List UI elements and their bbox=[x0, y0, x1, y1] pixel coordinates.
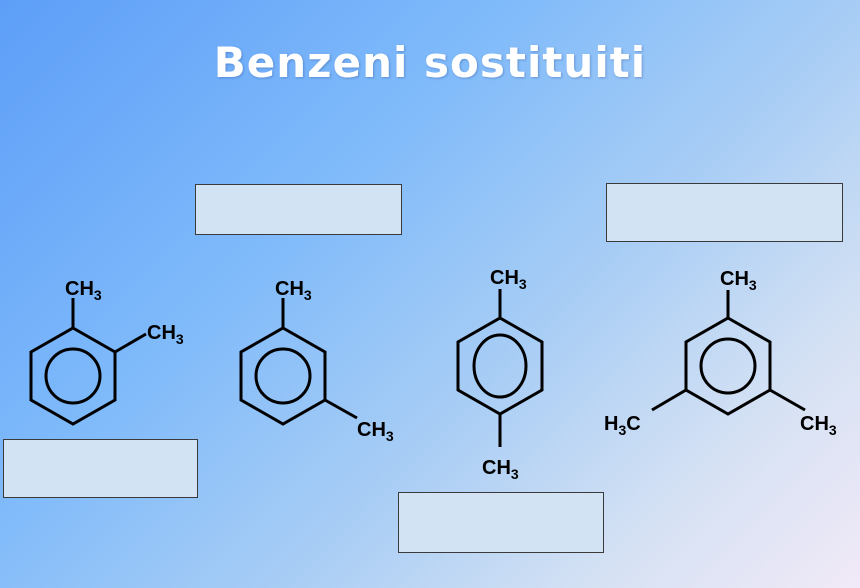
aromatic-circle-mesitylene bbox=[699, 337, 757, 395]
label-ortho-ch3-right: CH3 bbox=[147, 322, 184, 347]
label-text: CH3 bbox=[482, 457, 519, 482]
slide-title: Benzeni sostituiti bbox=[213, 38, 647, 87]
label-mesitylene-h3c-left: H3C bbox=[604, 413, 641, 438]
label-text: CH3 bbox=[800, 413, 837, 438]
benzene-ring-meta bbox=[239, 326, 327, 426]
molecule-mesitylene bbox=[651, 290, 806, 416]
aromatic-ellipse-para bbox=[472, 333, 528, 399]
label-text: CH3 bbox=[65, 278, 102, 303]
benzene-ring-para bbox=[456, 316, 544, 416]
benzene-ring-mesitylene bbox=[684, 316, 772, 416]
label-meta-ch3-top: CH3 bbox=[275, 278, 312, 303]
molecule-para-xylene bbox=[456, 289, 544, 447]
label-para-ch3-top: CH3 bbox=[490, 267, 527, 292]
bond-meta-2 bbox=[324, 398, 358, 420]
label-text: CH3 bbox=[720, 268, 757, 293]
label-para-ch3-bottom: CH3 bbox=[482, 457, 519, 482]
answer-box-1[interactable] bbox=[195, 184, 402, 235]
answer-box-2[interactable] bbox=[606, 183, 843, 242]
label-text: H3C bbox=[604, 413, 641, 438]
aromatic-circle-meta bbox=[254, 347, 312, 405]
label-meta-ch3-bottom: CH3 bbox=[357, 419, 394, 444]
answer-box-4[interactable] bbox=[398, 492, 604, 553]
aromatic-circle-ortho bbox=[44, 347, 102, 405]
label-text: CH3 bbox=[275, 278, 312, 303]
label-text: CH3 bbox=[147, 322, 184, 347]
molecule-ortho-xylene bbox=[29, 298, 147, 426]
label-text: CH3 bbox=[490, 267, 527, 292]
bond-ortho-2 bbox=[114, 332, 147, 354]
label-mesitylene-ch3-top: CH3 bbox=[720, 268, 757, 293]
bond-mesitylene-3 bbox=[769, 388, 806, 412]
label-ortho-ch3-top: CH3 bbox=[65, 278, 102, 303]
molecule-meta-xylene bbox=[239, 298, 358, 426]
label-mesitylene-ch3-right: CH3 bbox=[800, 413, 837, 438]
bond-mesitylene-2 bbox=[651, 388, 687, 412]
benzene-ring-ortho bbox=[29, 326, 117, 426]
label-text: CH3 bbox=[357, 419, 394, 444]
answer-box-3[interactable] bbox=[3, 439, 198, 498]
